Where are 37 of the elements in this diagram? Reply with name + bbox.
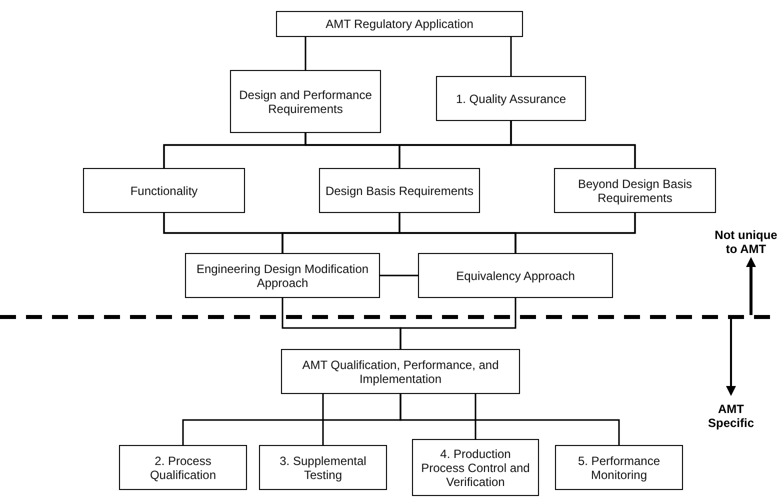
process-box bbox=[281, 349, 520, 394]
process-box bbox=[418, 253, 613, 298]
connector-line bbox=[514, 213, 636, 253]
box-text: 4. Production Process Control and Verification bbox=[420, 446, 531, 488]
process-box bbox=[259, 445, 387, 490]
connector-line bbox=[400, 394, 620, 445]
box-text: 2. Process Qualification bbox=[148, 454, 218, 482]
process-box bbox=[119, 445, 247, 490]
process-box bbox=[230, 70, 381, 133]
process-box bbox=[185, 253, 380, 298]
connector-line bbox=[400, 298, 516, 349]
process-box bbox=[555, 445, 683, 490]
process-box bbox=[83, 168, 245, 213]
box-text: Design and Performance Requirements bbox=[238, 88, 373, 116]
box-text: Beyond Design Basis Requirements bbox=[576, 176, 694, 204]
box-text: 1. Quality Assurance bbox=[456, 92, 566, 106]
process-box bbox=[319, 168, 480, 213]
process-box bbox=[436, 76, 586, 121]
connector-line bbox=[510, 37, 512, 76]
box-text: 3. Supplemental Testing bbox=[278, 454, 368, 482]
connector-line bbox=[380, 274, 418, 276]
box-text: AMT Qualification, Performance, and Implementation bbox=[301, 358, 500, 386]
connector-line bbox=[322, 394, 324, 445]
region-label: Not unique to AMT bbox=[714, 228, 778, 256]
connector-line bbox=[474, 394, 476, 439]
process-box bbox=[554, 168, 716, 213]
connector-line bbox=[510, 121, 636, 168]
box-text: Functionality bbox=[130, 184, 198, 198]
box-text: Design Basis Requirements bbox=[325, 184, 474, 198]
box-text: 5. Performance Monitoring bbox=[576, 454, 662, 482]
region-label: AMT Specific bbox=[706, 402, 756, 430]
box-text: Equivalency Approach bbox=[456, 268, 575, 282]
box-text: Engineering Design Modification Approach bbox=[195, 262, 370, 290]
process-box bbox=[412, 439, 539, 496]
box-text: AMT Regulatory Application bbox=[326, 17, 474, 31]
process-box bbox=[276, 11, 523, 37]
connector-line bbox=[304, 37, 306, 70]
